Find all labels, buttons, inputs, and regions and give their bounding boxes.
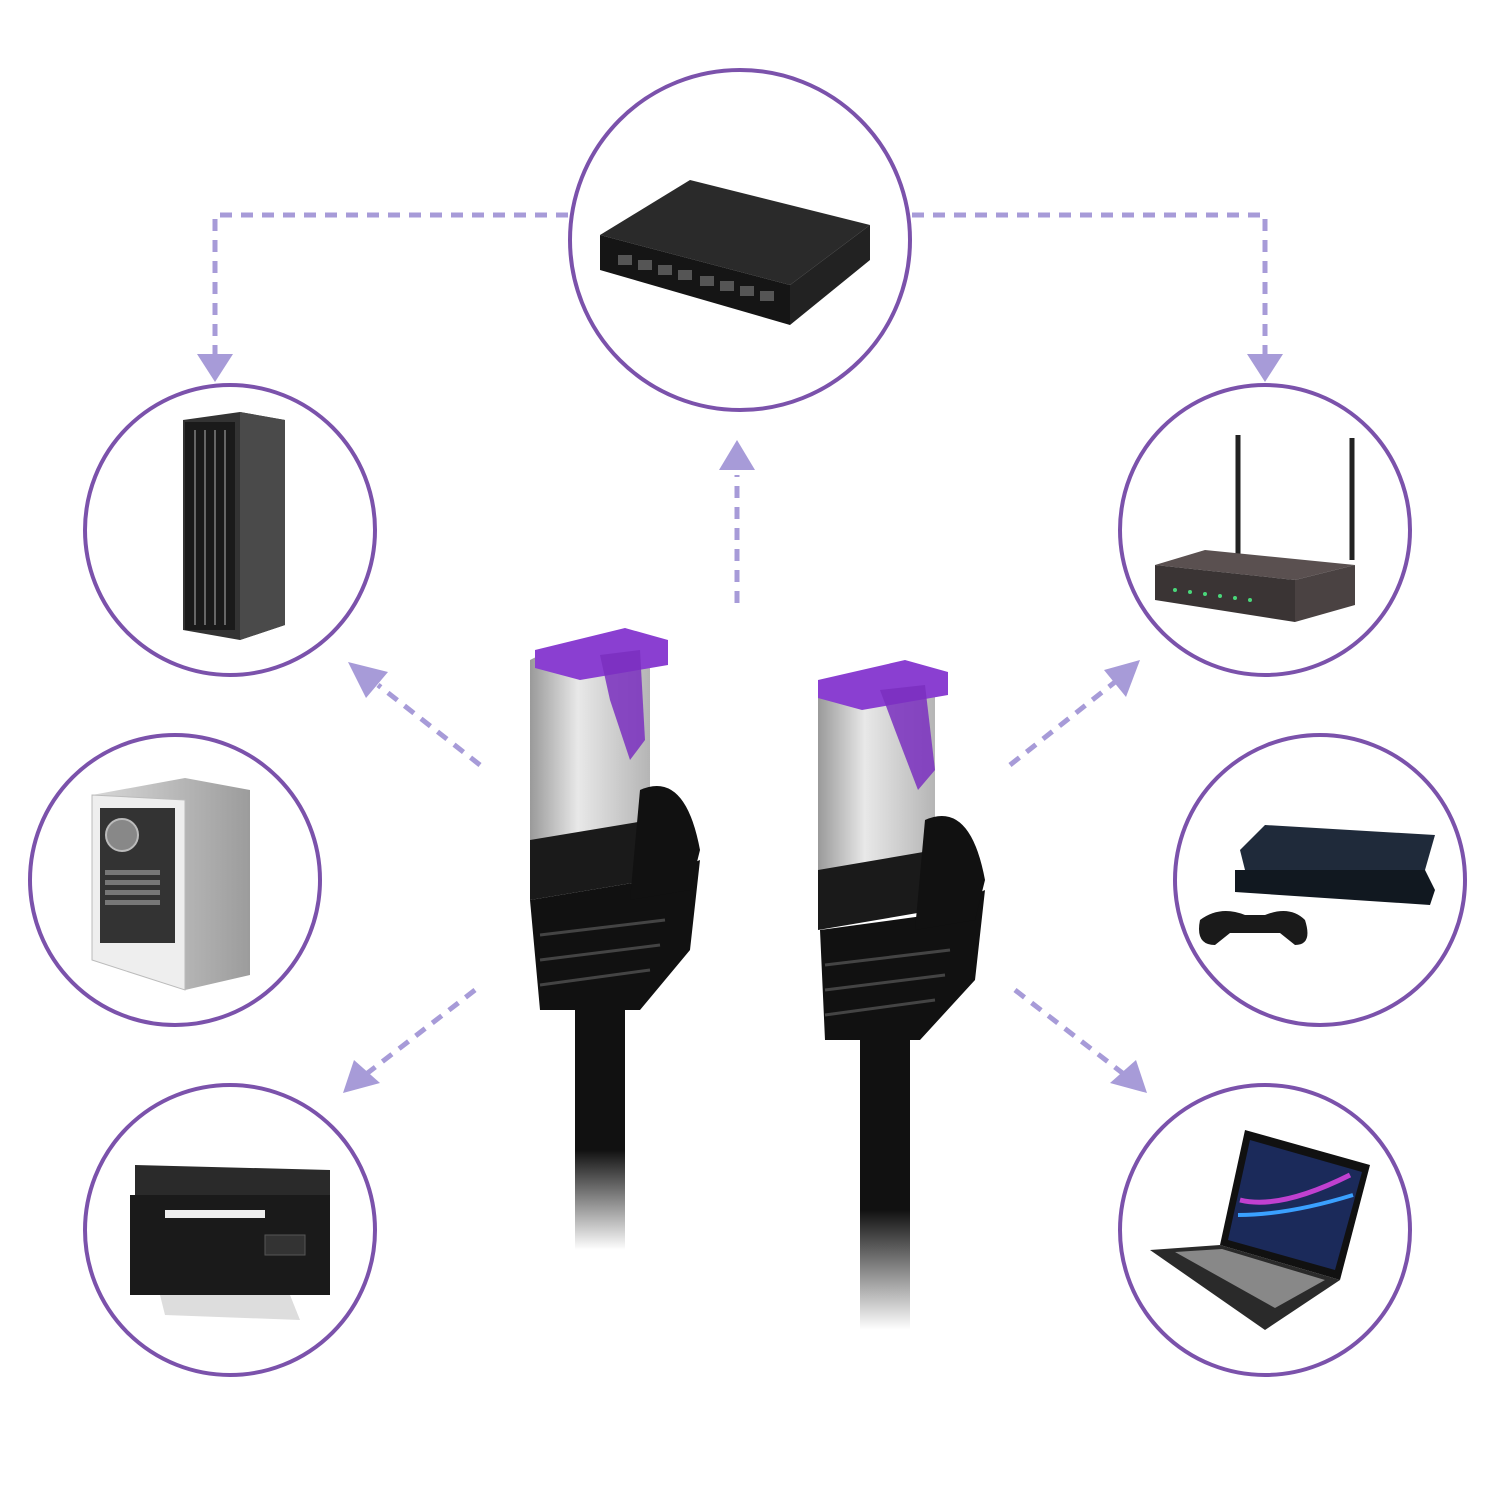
wifi-router-icon xyxy=(1155,435,1355,622)
printer-icon xyxy=(130,1165,330,1320)
connector-cable-laptop xyxy=(1013,988,1127,1077)
rj45-ethernet-connector-icon xyxy=(530,628,700,1250)
arrowheads xyxy=(197,354,1283,1093)
network-switch-icon xyxy=(600,180,870,325)
laptop-icon xyxy=(1150,1130,1370,1330)
arrow-down-right-icon xyxy=(1110,1060,1147,1093)
dashed-connectors xyxy=(212,212,1268,1077)
arrow-up-icon xyxy=(719,440,755,470)
node-router-circle xyxy=(1118,383,1412,677)
arrow-up-right-icon xyxy=(1104,660,1140,697)
arrow-up-left-icon xyxy=(348,662,388,698)
connector-cable-printer xyxy=(363,988,477,1077)
connector-cable-server xyxy=(376,683,482,767)
desktop-pc-icon xyxy=(91,778,250,991)
arrow-down-icon xyxy=(197,354,233,382)
arrow-down-left-icon xyxy=(343,1060,380,1093)
server-rack-icon xyxy=(183,412,285,640)
game-console-icon xyxy=(1199,825,1435,945)
arrow-down-icon xyxy=(1247,354,1283,382)
connector-switch-server xyxy=(212,212,568,360)
connector-switch-router xyxy=(912,212,1268,360)
connector-cable-router xyxy=(1008,680,1117,767)
rj45-ethernet-connector-icon xyxy=(818,660,985,1330)
